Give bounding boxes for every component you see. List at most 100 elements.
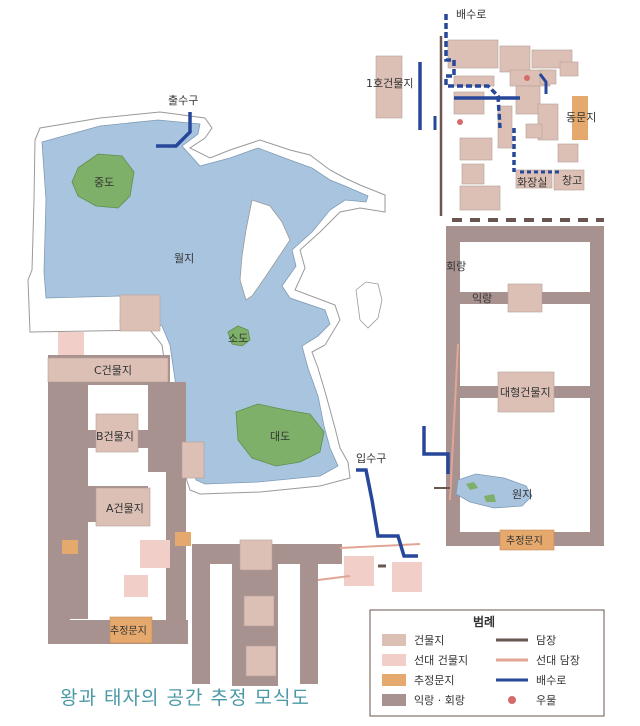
legend-swatch-corridor bbox=[382, 694, 406, 706]
building-b bbox=[95, 413, 139, 453]
label-gate-east: 추정문지 bbox=[506, 535, 543, 547]
prior-building-south1 bbox=[344, 556, 374, 586]
ne-b17 bbox=[553, 169, 585, 191]
map-caption: 왕과 태자의 공간 추정 모식도 bbox=[60, 687, 310, 709]
legend-swatch-well bbox=[508, 696, 516, 704]
garden-pond-island2 bbox=[484, 494, 496, 502]
building-wing bbox=[507, 283, 543, 313]
building-west-top bbox=[119, 294, 161, 332]
legend-box bbox=[369, 609, 605, 717]
pond-water bbox=[41, 119, 369, 485]
ne-b10 bbox=[515, 85, 541, 115]
island-small bbox=[227, 325, 251, 347]
building-1 bbox=[375, 55, 403, 119]
east-gate bbox=[572, 96, 588, 140]
label-small-island: 소도 bbox=[228, 332, 248, 345]
label-large-building: 대형건물지 bbox=[500, 386, 551, 399]
label-corridor: 회랑 bbox=[446, 260, 466, 273]
label-building-a: A건물지 bbox=[106, 502, 144, 515]
legend-title: 범례 bbox=[473, 614, 495, 629]
building-south-top bbox=[239, 539, 273, 571]
drain-outlet bbox=[156, 112, 192, 148]
island-big bbox=[235, 403, 325, 467]
well-2 bbox=[457, 119, 463, 125]
legend-label-drain: 배수로 bbox=[536, 674, 566, 687]
prior-wall-east bbox=[449, 343, 459, 501]
corridor-south-right bbox=[300, 544, 318, 684]
corridor-east-right bbox=[590, 226, 604, 546]
gate-west-right bbox=[175, 532, 191, 546]
ne-b18 bbox=[515, 169, 553, 189]
garden-pond-island1 bbox=[466, 482, 478, 490]
ne-b2 bbox=[499, 45, 531, 73]
legend-label-prior-wall: 선대 담장 bbox=[536, 654, 580, 667]
ne-b13 bbox=[459, 137, 493, 161]
label-building-1: 1호건물지 bbox=[366, 77, 413, 90]
legend-label-building: 건물지 bbox=[414, 634, 444, 647]
label-toilet: 화장실 bbox=[517, 176, 547, 189]
corridor-east-left bbox=[446, 226, 460, 546]
drain-north bbox=[444, 14, 502, 129]
legend-swatch-building bbox=[382, 634, 406, 646]
ne-b11 bbox=[537, 103, 559, 141]
label-garden-pond: 원지 bbox=[512, 488, 532, 501]
legend-label-gate: 추정문지 bbox=[414, 674, 454, 687]
gate-west-bottom bbox=[109, 616, 153, 644]
building-south-mid bbox=[243, 595, 275, 627]
drain-garden bbox=[422, 426, 450, 474]
prior-wall-south2 bbox=[317, 575, 351, 581]
legend-label-wall: 담장 bbox=[536, 634, 556, 647]
ne-b4 bbox=[559, 61, 579, 77]
gate-west-left bbox=[62, 540, 78, 554]
corridor-west-inner bbox=[148, 382, 166, 472]
pond-bay bbox=[355, 281, 383, 329]
ne-b1 bbox=[447, 39, 499, 69]
ne-b15 bbox=[459, 185, 501, 211]
drain-ne-branch bbox=[538, 73, 548, 94]
label-building-c: C건물지 bbox=[94, 364, 132, 377]
ne-b12 bbox=[525, 123, 543, 139]
prior-building-west bbox=[58, 332, 84, 356]
corridor-east-top bbox=[446, 226, 604, 242]
label-warehouse: 창고 bbox=[562, 174, 582, 187]
ne-b16 bbox=[557, 143, 579, 163]
prior-building-south2 bbox=[392, 562, 422, 592]
well-1 bbox=[524, 75, 530, 81]
label-inlet: 입수구 bbox=[356, 452, 386, 465]
label-mid-island: 중도 bbox=[94, 176, 114, 189]
legend-label-corridor: 익랑 · 회랑 bbox=[414, 694, 465, 707]
label-big-island: 대도 bbox=[270, 430, 290, 443]
prior-wall-south1 bbox=[339, 543, 421, 549]
label-outlet: 출수구 bbox=[168, 94, 198, 107]
corridor-west-right bbox=[166, 382, 186, 640]
building-south-bottom bbox=[245, 645, 277, 677]
label-building-b: B건물지 bbox=[96, 430, 134, 443]
ne-b9 bbox=[497, 105, 513, 149]
label-east-gate: 동문지 bbox=[566, 111, 596, 124]
label-wing: 익랑 bbox=[472, 292, 492, 305]
label-pond: 월지 bbox=[174, 252, 194, 265]
prior-building-sw2 bbox=[124, 575, 148, 597]
ne-b8 bbox=[453, 91, 485, 115]
legend-label-prior-building: 선대 건물지 bbox=[414, 654, 468, 667]
building-a bbox=[95, 487, 151, 527]
corridor-south-left bbox=[192, 544, 210, 684]
corridor-west-mid bbox=[70, 384, 88, 619]
label-drain-north: 배수로 bbox=[456, 8, 486, 21]
island-mid bbox=[71, 153, 135, 209]
legend-label-well: 우물 bbox=[536, 694, 556, 707]
drain-inlet bbox=[356, 468, 418, 558]
legend-swatch-gate bbox=[382, 674, 406, 686]
ne-b7 bbox=[453, 75, 495, 87]
building-large bbox=[497, 371, 555, 413]
building-c bbox=[47, 357, 169, 383]
garden-pond bbox=[455, 473, 533, 509]
ne-b14 bbox=[461, 163, 485, 185]
prior-building-sw1 bbox=[140, 540, 170, 568]
corridor-west-outer bbox=[48, 382, 70, 644]
gate-east bbox=[499, 529, 555, 551]
legend-swatch-prior-building bbox=[382, 654, 406, 666]
building-west-side bbox=[181, 441, 205, 479]
pond-peninsula bbox=[239, 199, 291, 301]
